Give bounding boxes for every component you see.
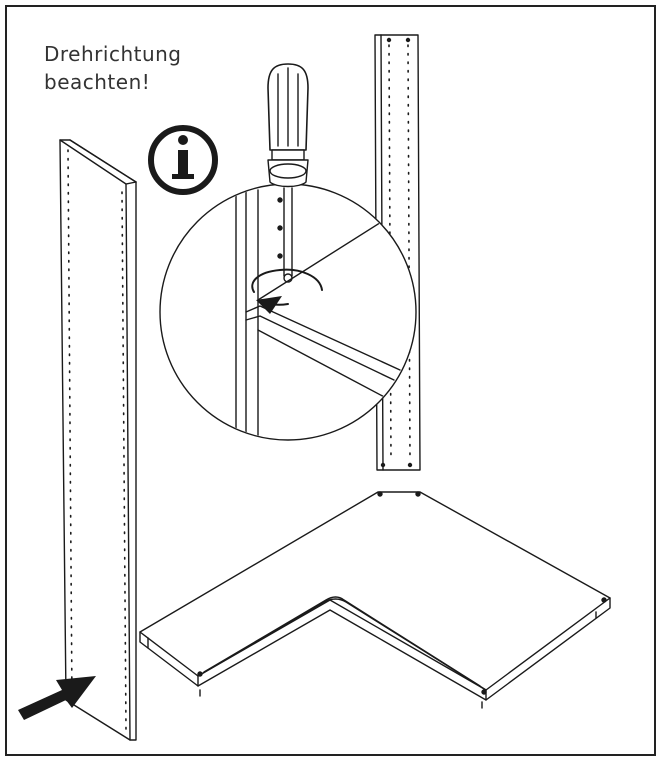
instruction-caption: Drehrichtung beachten! (44, 40, 182, 96)
info-icon-letter: i (0, 0, 1, 1)
illustration-frame (5, 5, 656, 756)
corner-shelf (139, 491, 611, 709)
screwdriver-icon (267, 63, 309, 277)
detail-magnifier (159, 183, 417, 441)
left-side-panel (59, 139, 137, 741)
info-icon: i (0, 0, 218, 195)
instruction-line-2: beachten! (44, 70, 151, 94)
push-arrow-icon (18, 676, 96, 720)
instruction-line-1: Drehrichtung (44, 42, 182, 66)
